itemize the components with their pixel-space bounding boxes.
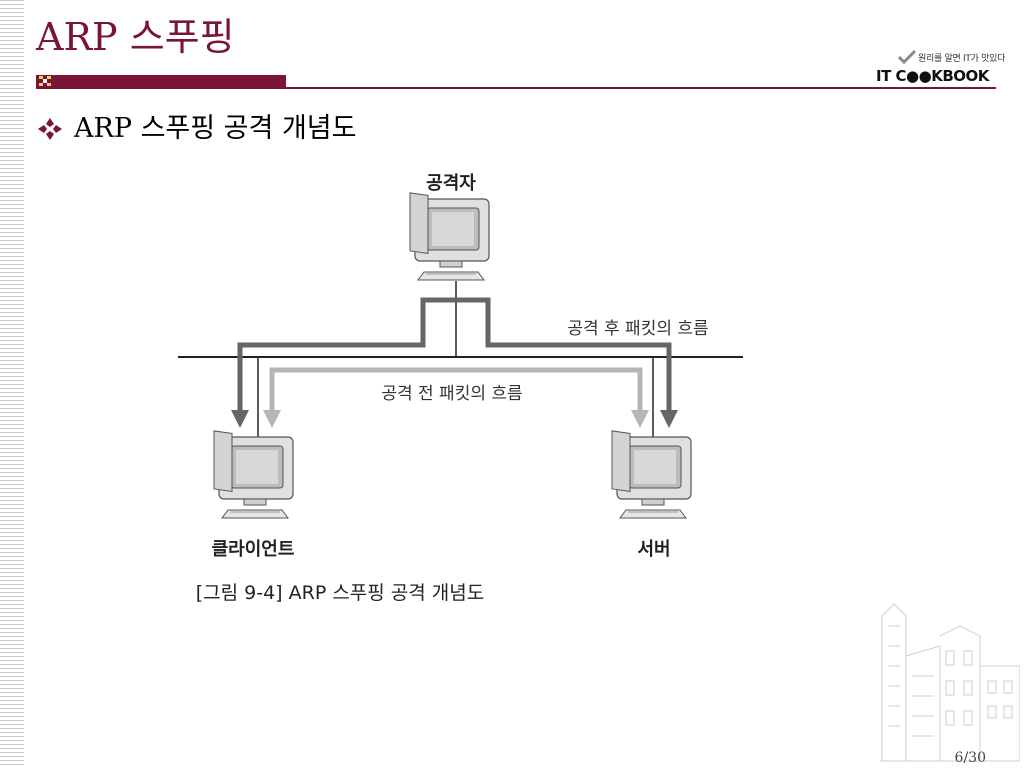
before-attack-label: 공격 전 패킷의 흐름 xyxy=(381,384,522,404)
figure-caption: [그림 9-4] ARP 스푸핑 공격 개념도 xyxy=(196,582,485,604)
logo-text: IT C●●KBOOK xyxy=(876,67,989,85)
after-attack-label: 공격 후 패킷의 흐름 xyxy=(567,319,708,339)
checkmark-icon xyxy=(898,50,916,64)
after-attack-arrowhead-left xyxy=(231,410,249,428)
client-computer-icon xyxy=(213,430,294,519)
server-computer-icon xyxy=(611,430,692,519)
server-label: 서버 xyxy=(637,539,670,560)
left-decorative-stripes xyxy=(0,0,24,768)
slide-title: ARP 스푸핑 xyxy=(36,15,235,59)
attacker-computer-icon xyxy=(409,192,490,281)
after-attack-arrowhead-right xyxy=(660,410,678,428)
building-watermark-icon xyxy=(880,603,1020,762)
after-attack-flow-arrow xyxy=(237,297,672,415)
before-attack-arrowhead-right xyxy=(631,410,649,428)
title-accent-bar xyxy=(36,75,286,87)
bullet-text: ARP 스푸핑 공격 개념도 xyxy=(74,113,357,144)
before-attack-flow-arrow xyxy=(269,367,643,415)
attacker-label: 공격자 xyxy=(426,173,476,194)
title-rule xyxy=(36,87,996,89)
before-attack-arrowhead-left xyxy=(263,410,281,428)
logo-tagline: 원리를 알면 IT가 맛있다 xyxy=(918,54,1006,64)
title-checker-icon xyxy=(39,76,51,86)
client-label: 클라이언트 xyxy=(212,539,295,560)
page-number: 6/30 xyxy=(954,750,986,766)
bullet-diamond-icon xyxy=(38,118,62,140)
